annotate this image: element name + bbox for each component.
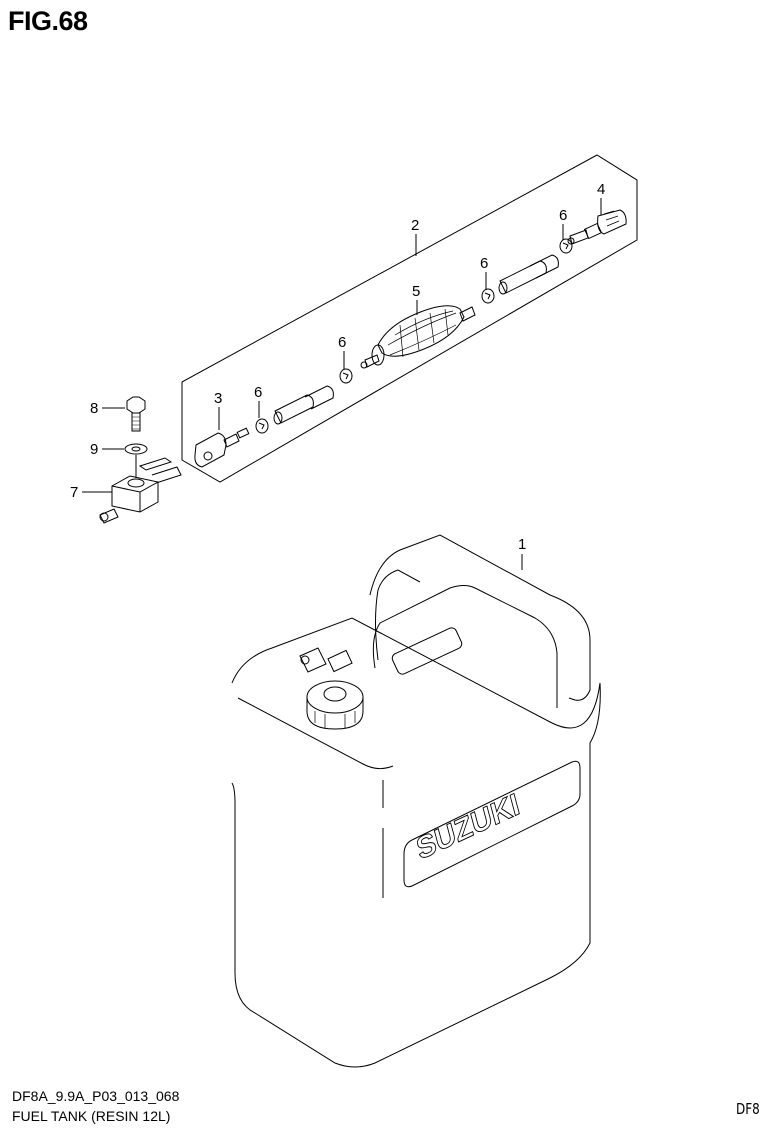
svg-text:6: 6 (559, 207, 567, 224)
svg-text:4: 4 (597, 181, 605, 198)
hose-clamp-6-bottom[interactable]: 6 (254, 384, 269, 434)
tank-connector-part-3[interactable]: 3 (194, 390, 250, 468)
figure-caption: FUEL TANK (RESIN 12L) (12, 1108, 171, 1124)
svg-text:6: 6 (254, 384, 262, 401)
svg-text:5: 5 (412, 283, 420, 300)
fuel-connector-part-7[interactable]: 7 (70, 457, 182, 524)
svg-text:2: 2 (411, 217, 419, 234)
svg-text:8: 8 (90, 400, 98, 417)
hose-clamp-6-top[interactable]: 6 (559, 207, 573, 254)
svg-text:1: 1 (518, 536, 526, 553)
svg-text:SUZUKI: SUZUKI (413, 788, 523, 867)
svg-text:3: 3 (214, 390, 222, 407)
washer-part-9[interactable]: 9 (90, 441, 148, 478)
callout-2[interactable]: 2 (411, 217, 419, 256)
engine-connector-part-4[interactable]: 4 (567, 181, 627, 245)
svg-text:6: 6 (338, 334, 346, 351)
figure-right-label: DF8 (736, 1100, 760, 1118)
bolt-part-8[interactable]: 8 (90, 396, 146, 432)
svg-text:9: 9 (90, 441, 98, 458)
hose-assembly-box (181, 154, 638, 483)
primer-bulb-part-5[interactable]: 5 (360, 283, 476, 369)
svg-text:6: 6 (480, 255, 488, 272)
figure-title: FIG.68 (8, 6, 88, 36)
figure-code: DF8A_9.9A_P03_013_068 (12, 1088, 180, 1104)
svg-text:7: 7 (70, 484, 78, 501)
hose-clamp-6-mid[interactable]: 6 (480, 255, 495, 304)
hose-clamp-6-lower[interactable]: 6 (338, 334, 353, 384)
hose-segment-lower (273, 385, 334, 425)
fuel-tank-part-1[interactable]: 1 SUZUKI (231, 534, 601, 1068)
hose-segment-upper (498, 254, 559, 295)
